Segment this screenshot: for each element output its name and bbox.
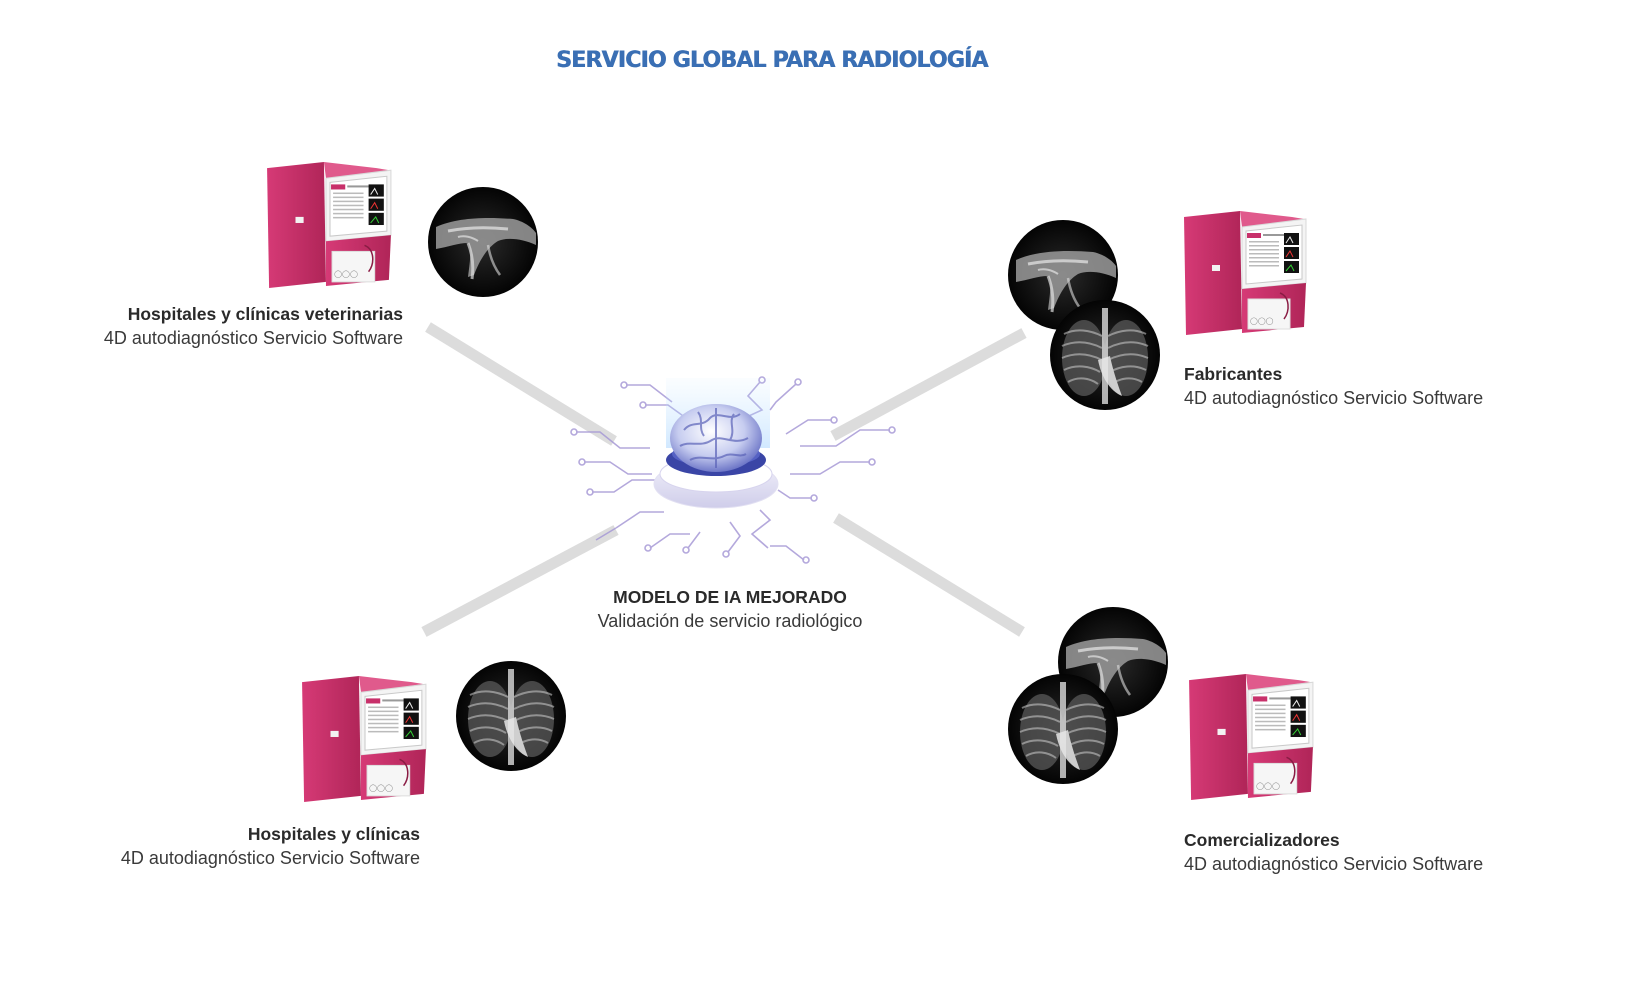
center-subtitle: Validación de servicio radiológico <box>597 611 863 631</box>
node-subtitle: 4D autodiagnóstico Servicio Software <box>120 848 420 868</box>
node-subtitle: 4D autodiagnóstico Servicio Software <box>1184 854 1484 874</box>
node-bottom-right: Comercializadores 4D autodiagnóstico Ser… <box>1184 828 1483 876</box>
chest-xray-icon <box>1050 300 1160 410</box>
analyzer-device-icon <box>1188 673 1314 801</box>
chest-xray-icon <box>1008 674 1118 784</box>
connector-lines <box>421 322 1027 637</box>
connector-top-right <box>830 328 1027 441</box>
node-subtitle: 4D autodiagnóstico Servicio Software <box>103 328 403 348</box>
connector-bottom-left <box>421 525 619 637</box>
ai-brain-icon <box>653 378 779 509</box>
chest-xray-icon <box>456 661 566 771</box>
node-top-left: Hospitales y clínicas veterinarias 4D au… <box>104 302 403 350</box>
node-name: Hospitales y clínicas veterinarias <box>127 304 403 324</box>
animal-xray-icon <box>428 187 538 297</box>
connector-bottom-right <box>833 513 1025 637</box>
page-title: SERVICIO GLOBAL PARA RADIOLOGÍA <box>556 48 988 73</box>
center-node: MODELO DE IA MEJORADO Validación de serv… <box>580 585 880 633</box>
node-top-right: Fabricantes 4D autodiagnóstico Servicio … <box>1184 362 1483 410</box>
node-bottom-left: Hospitales y clínicas 4D autodiagnóstico… <box>121 822 420 870</box>
analyzer-device-icon <box>266 161 392 289</box>
node-name: Comercializadores <box>1184 830 1340 850</box>
analyzer-device-icon <box>1183 210 1307 336</box>
node-subtitle: 4D autodiagnóstico Servicio Software <box>1184 388 1484 408</box>
node-name: Hospitales y clínicas <box>247 824 420 844</box>
node-name: Fabricantes <box>1184 364 1283 384</box>
center-name: MODELO DE IA MEJORADO <box>613 587 847 607</box>
connector-top-left <box>425 322 617 446</box>
analyzer-device-icon <box>301 675 427 803</box>
